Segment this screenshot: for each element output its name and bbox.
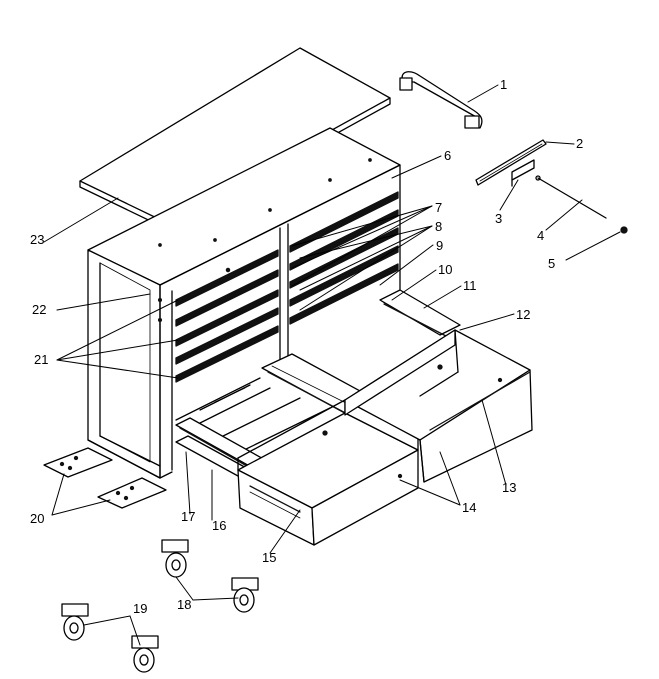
- callout-10: 10: [438, 262, 452, 277]
- callout-18: 18: [177, 597, 191, 612]
- callout-20: 20: [30, 511, 44, 526]
- bracket-part: [511, 159, 535, 187]
- lower-left-bay: [175, 377, 331, 453]
- rod-part: [535, 175, 607, 219]
- callout-2: 2: [576, 136, 583, 151]
- callout-19: 19: [133, 601, 147, 616]
- rigid-casters: [61, 603, 159, 673]
- rail-part: [475, 139, 547, 186]
- callout-3: 3: [495, 211, 502, 226]
- mounting-plates: [43, 447, 167, 509]
- callout-23: 23: [30, 232, 44, 247]
- callout-8: 8: [435, 219, 442, 234]
- handle-part: [399, 71, 483, 129]
- swivel-casters: [161, 539, 259, 613]
- callout-7: 7: [435, 200, 442, 215]
- callout-14: 14: [462, 500, 476, 515]
- callout-21: 21: [34, 352, 48, 367]
- callout-1: 1: [500, 77, 507, 92]
- open-drawer-left: [237, 399, 419, 546]
- callout-16: 16: [212, 518, 226, 533]
- callout-5: 5: [548, 256, 555, 271]
- screw-part: [620, 226, 628, 234]
- cabinet-body: [87, 127, 401, 479]
- callout-15: 15: [262, 550, 276, 565]
- callout-6: 6: [444, 148, 451, 163]
- callout-12: 12: [516, 307, 530, 322]
- callout-labels: 1 2 3 4 5 6 7 8 9 10 11 12 13 14 15 16 1…: [30, 77, 583, 616]
- leader-lines: [43, 84, 621, 646]
- callout-17: 17: [181, 509, 195, 524]
- callout-22: 22: [32, 302, 46, 317]
- callout-13: 13: [502, 480, 516, 495]
- callout-11: 11: [463, 278, 477, 293]
- callout-9: 9: [436, 238, 443, 253]
- callout-4: 4: [537, 228, 544, 243]
- open-drawer-right: [344, 329, 533, 483]
- right-drawer-stack: [289, 191, 399, 325]
- left-drawer-stack: [175, 249, 279, 383]
